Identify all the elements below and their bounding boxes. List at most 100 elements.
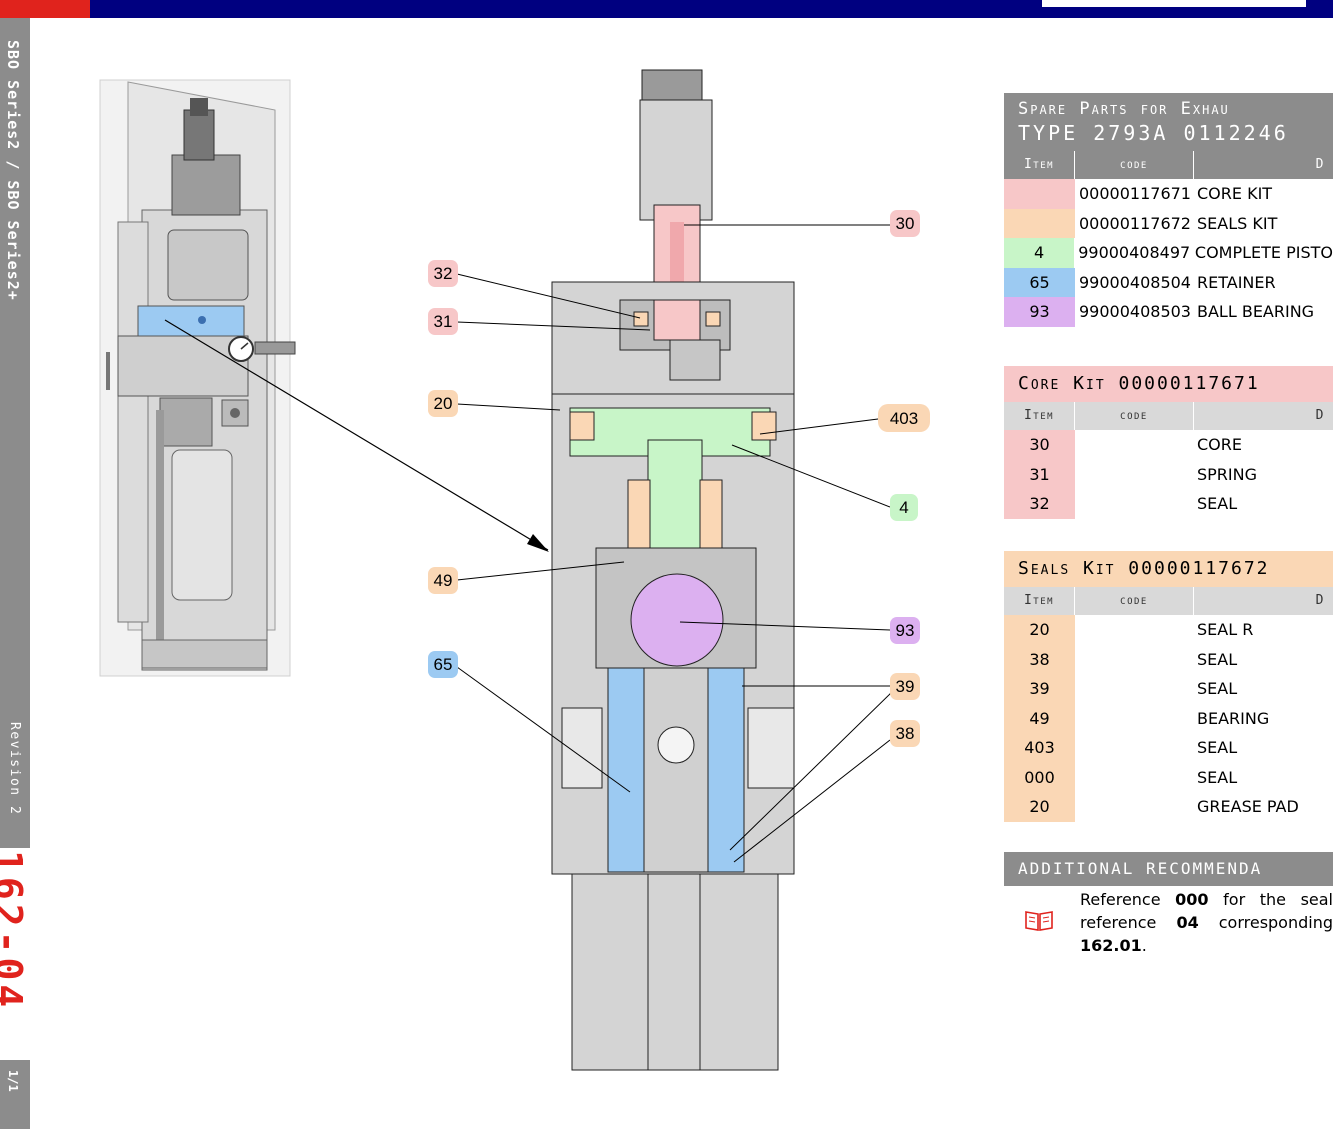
row-code: 00000117672 (1079, 213, 1191, 233)
row-code (1075, 460, 1197, 490)
detail-pointer-arrowhead (527, 534, 549, 552)
svg-text:4: 4 (899, 498, 908, 517)
callout-leader-lines (456, 224, 895, 863)
table-row: 49 BEARING (1004, 703, 1333, 734)
svg-text:30: 30 (896, 214, 915, 233)
valve-drawing: 30 32 31 20 403 4 49 93 65 39 38 (99, 69, 930, 1071)
header-white-strip (1042, 0, 1306, 7)
row-code (1075, 792, 1197, 822)
table-row: 20 GREASE PAD (1004, 792, 1333, 822)
row-item: 65 (1004, 267, 1075, 297)
row-item: 31 (1004, 459, 1075, 489)
table-row: 00000117672 SEALS KIT (1004, 208, 1333, 238)
valve-section-drawing (551, 69, 795, 1071)
col-desc: D (1315, 593, 1325, 608)
note-text-3: corresponding (1198, 913, 1333, 932)
col-desc: D (1315, 408, 1325, 423)
row-item: 32 (1004, 489, 1075, 519)
row-code: 99000408503 (1079, 302, 1191, 321)
callout-4: 4 (890, 494, 918, 521)
row-code (1075, 615, 1197, 645)
table-row: 32 SEAL (1004, 489, 1333, 519)
row-desc: GREASE PAD (1197, 797, 1299, 816)
callout-38: 38 (890, 720, 920, 747)
row-code (1075, 763, 1197, 793)
row-item: 403 (1004, 733, 1075, 763)
row-desc: SPRING (1197, 464, 1258, 484)
book-icon (1025, 911, 1053, 931)
row-item: 38 (1004, 644, 1075, 674)
row-item: 39 (1004, 674, 1075, 704)
row-item: 30 (1004, 430, 1075, 460)
row-desc: BEARING (1197, 708, 1270, 728)
seals-kit-title: Seals Kit 00000117672 (1004, 551, 1333, 587)
col-code: code (1075, 151, 1194, 179)
row-item: 4 (1004, 238, 1075, 268)
svg-text:31: 31 (434, 312, 453, 331)
spare-parts-type: TYPE 2793A 0112246 (1004, 119, 1333, 151)
svg-text:49: 49 (434, 571, 453, 590)
core-kit-col-header: Item code D (1004, 402, 1333, 430)
row-desc: SEALS KIT (1197, 213, 1278, 233)
table-row: 31 SPRING (1004, 459, 1333, 490)
machine-overview-drawing (99, 79, 296, 677)
col-desc: D (1315, 157, 1325, 172)
header-blue-bar (90, 0, 1333, 18)
page-number-box (0, 848, 30, 1060)
table-row: 30 CORE (1004, 430, 1333, 460)
callout-20: 20 (428, 390, 458, 417)
col-code: code (1075, 402, 1194, 430)
svg-text:403: 403 (890, 409, 918, 428)
note-text-4: . (1141, 936, 1147, 955)
row-item: 20 (1004, 792, 1075, 822)
row-desc: SEAL (1197, 738, 1238, 757)
svg-text:32: 32 (434, 264, 453, 283)
svg-text:65: 65 (434, 655, 453, 674)
note-ref-04: 04 (1176, 913, 1199, 932)
svg-text:39: 39 (896, 677, 915, 696)
row-code (1075, 430, 1197, 460)
row-desc: BALL BEARING (1197, 302, 1315, 321)
row-code (1075, 733, 1197, 763)
svg-text:93: 93 (896, 621, 915, 640)
row-desc: CORE KIT (1197, 184, 1273, 203)
row-code (1075, 704, 1197, 734)
table-row: 38 SEAL (1004, 644, 1333, 675)
col-item: Item (1004, 402, 1075, 430)
row-desc: CORE (1197, 435, 1242, 454)
row-item (1004, 179, 1075, 209)
row-code: 99000408504 (1079, 272, 1191, 292)
row-item: 49 (1004, 703, 1075, 733)
row-code (1075, 489, 1197, 519)
svg-text:38: 38 (896, 724, 915, 743)
row-desc: COMPLETE PISTO (1194, 243, 1333, 262)
row-code (1075, 674, 1197, 704)
callout-65: 65 (428, 651, 458, 678)
callout-39: 39 (890, 673, 920, 700)
additional-recommendations-title: ADDITIONAL RECOMMENDA (1004, 852, 1333, 886)
col-item: Item (1004, 151, 1075, 179)
row-desc: RETAINER (1197, 272, 1276, 292)
note-ref-section: 162.01 (1080, 936, 1142, 955)
row-code (1075, 645, 1197, 675)
row-desc: SEAL (1197, 494, 1238, 513)
callout-49: 49 (428, 567, 458, 594)
table-row: 39 SEAL (1004, 674, 1333, 704)
row-item: 93 (1004, 297, 1075, 327)
row-desc: SEAL (1197, 679, 1238, 698)
table-row: 403 SEAL (1004, 733, 1333, 763)
row-desc: SEAL (1197, 649, 1238, 669)
callout-32: 32 (428, 260, 458, 287)
note-text-2: for the seal reference (1080, 890, 1333, 932)
additional-recommendation-text: Reference 000 for the seal reference 04 … (1080, 888, 1333, 957)
spare-parts-col-header: Item code D (1004, 151, 1333, 179)
core-kit-title: Core Kit 00000117671 (1004, 366, 1333, 402)
callout-31: 31 (428, 308, 458, 335)
